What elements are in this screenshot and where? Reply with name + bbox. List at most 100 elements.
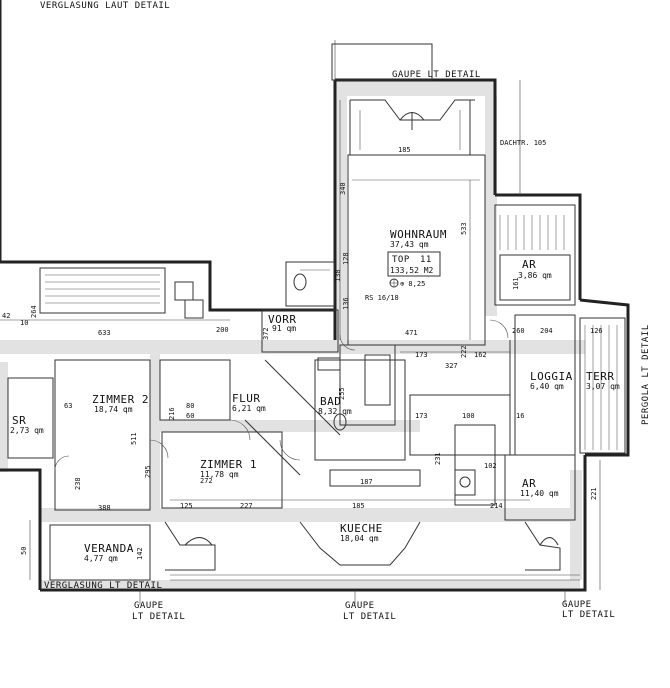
room-name-sr: SR [12,414,26,427]
room-name-zimmer2: ZIMMER 2 [92,393,149,406]
dim-50: 50 [20,547,28,555]
gaupe-b2-b: LT DETAIL [343,612,396,622]
dim-221: 221 [590,487,598,500]
dim-238: 238 [74,477,82,490]
dim-272: 272 [200,477,213,485]
room-name-veranda: VERANDA [84,542,134,555]
room-name-vorr: VORR [268,313,297,326]
dim-231: 231 [434,452,442,465]
unit-number: 11 [420,255,432,265]
room-area-ar-top: 3,86 qm [518,271,552,280]
dimension-texts: 185 533 340 471 173 327 222 162 204 126 … [2,146,603,560]
room-area-bad: 8,32 qm [318,407,352,416]
stairs-label: RS 16/18 [365,294,399,302]
outer-walls [0,0,630,592]
ar-top-walls [494,204,576,306]
gaupe-b3-a: GAUPE [562,600,592,610]
unit-total-area: 133,52 M2 [390,266,434,275]
wohnraum-walls [347,154,486,346]
room-name-bad: BAD [320,395,341,408]
dachtraufe-label: DACHTR. 105 [500,139,546,147]
room-area-terr: 3,07 qm [586,382,620,391]
dimension-lines [0,40,601,605]
dim-227: 227 [240,502,253,510]
dim-80: 80 [186,402,194,410]
dim-142: 142 [136,547,144,560]
kitchen-counter [329,469,476,496]
dim-185-bot: 185 [352,502,365,510]
room-name-ar-right: AR [522,477,536,490]
room-name-flur: FLUR [232,392,261,405]
dim-10: 10 [20,319,28,327]
dim-138: 138 [334,269,342,282]
dim-471: 471 [405,329,418,337]
dim-128: 128 [342,252,350,265]
dim-162: 162 [474,351,487,359]
dim-216: 216 [168,407,176,420]
room-area-vorr: 91 qm [272,324,296,333]
wall-shading [0,80,585,588]
gaupe-b3-b: LT DETAIL [562,610,615,620]
dim-60: 60 [186,412,194,420]
dim-100: 100 [462,412,475,420]
dim-388: 388 [98,504,111,512]
dim-173b: 173 [415,412,428,420]
stair-block [39,267,204,319]
dim-187: 187 [360,478,373,486]
dim-161: 161 [512,277,520,290]
dim-372: 372 [262,327,270,340]
bath-fixtures [293,273,347,431]
dim-260: 260 [512,327,525,335]
room-name-wohnraum: WOHNRAUM [390,228,447,241]
dim-264: 264 [30,305,38,318]
room-name-zimmer1: ZIMMER 1 [200,458,257,471]
dim-63: 63 [64,402,72,410]
dim-185-top: 185 [398,146,411,154]
dim-340: 340 [339,182,347,195]
gaupe-b1-a: GAUPE [134,601,164,611]
gaupe-b2-a: GAUPE [345,601,375,611]
room-area-kueche: 18,04 qm [340,534,379,543]
room-name-loggia: LOGGIA [530,370,573,383]
dim-204: 204 [540,327,553,335]
room-area-zimmer1: 11,78 qm [200,470,239,479]
room-name-ar-top: AR [522,258,536,271]
room-area-flur: 6,21 qm [232,404,266,413]
lower-room-walls [7,340,576,581]
dim-125: 125 [180,502,193,510]
room-area-sr: 2,73 qm [10,426,44,435]
dim-255: 255 [338,387,346,400]
gaupe-top-dormer [331,43,475,156]
header-fragment: VERGLASUNG LAUT DETAIL [40,1,170,11]
dim-533: 533 [460,222,468,235]
dim-16: 16 [516,412,524,420]
room-area-zimmer2: 18,74 qm [94,405,133,414]
dim-633: 633 [98,329,111,337]
room-area-wohnraum: 37,43 qm [390,240,429,249]
verglasung-label: VERGLASUNG LT DETAIL [44,581,162,591]
dim-327: 327 [445,362,458,370]
dim-214: 214 [490,502,503,510]
bottom-dormers [164,521,580,581]
vorr-core-walls [261,261,396,426]
gaupe-b1-b: LT DETAIL [132,612,185,622]
level-marker-text: ⊕ 8,25 [400,280,425,288]
dim-126: 126 [590,327,603,335]
dim-136: 136 [342,297,350,310]
dim-102: 102 [484,462,497,470]
room-name-kueche: KUECHE [340,522,383,535]
dim-173: 173 [415,351,428,359]
unit-label-box [387,251,441,277]
dim-222: 222 [460,345,468,358]
room-name-terr: TERR [586,370,615,383]
pergola-label: PERGOLA LT DETAIL [641,324,651,425]
dim-511: 511 [130,432,138,445]
dim-200: 200 [216,326,229,334]
gaupe-top-label: GAUPE LT DETAIL [392,70,481,80]
unit-label: TOP [392,255,410,265]
room-area-loggia: 6,40 qm [530,382,564,391]
dim-42: 42 [2,312,10,320]
room-area-veranda: 4,77 qm [84,554,118,563]
room-area-ar-right: 11,40 qm [520,489,559,498]
